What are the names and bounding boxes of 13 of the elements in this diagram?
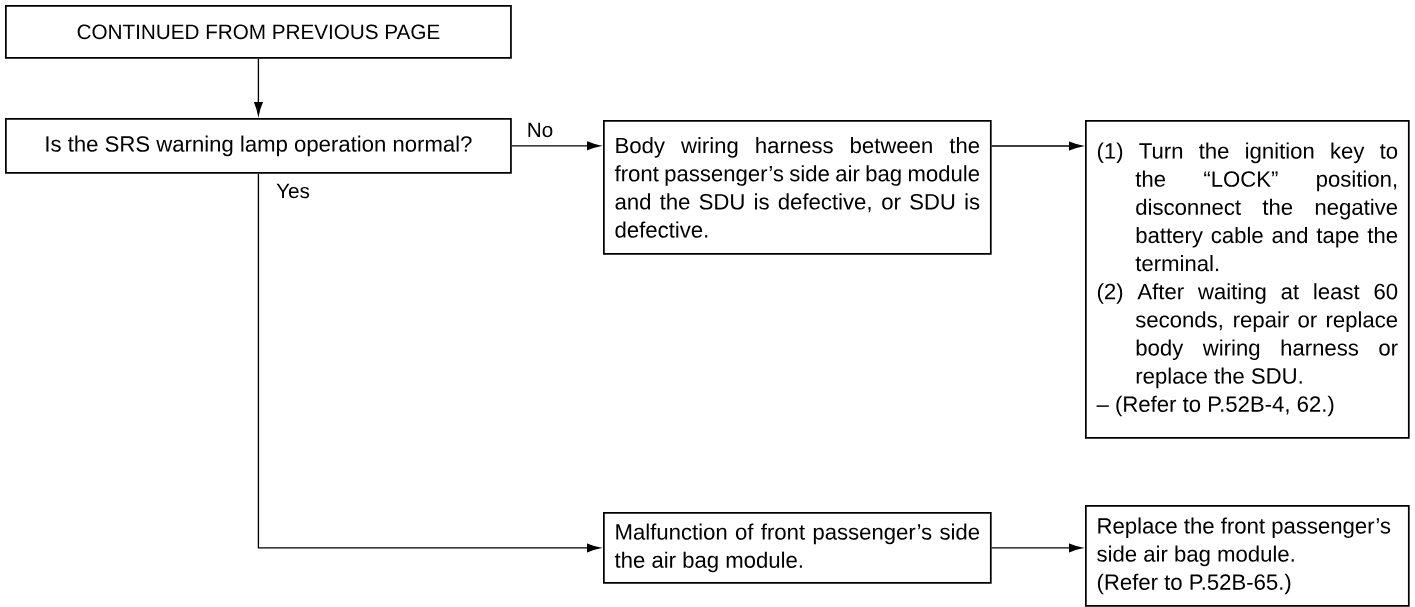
process-box: Is the SRS warning lamp operation normal? — [5, 118, 512, 174]
arrow — [991, 543, 1083, 553]
process-box: (1) Turn the ignition key to the “LOCK” position, disconnect the negative battery cable and tape the terminal. (2) After waiting at least 60 seconds, repair or replace body wiring harness or replace the SDU. – (Refer to P.52B-4, 62.) — [1085, 120, 1410, 439]
process-box: Body wiring harness between the front passenger’s side air bag module and the SDU is defective, or SDU is defective. — [603, 120, 992, 255]
arrow — [257, 173, 601, 553]
process-box: CONTINUED FROM PREVIOUS PAGE — [5, 5, 512, 59]
arrow — [254, 58, 263, 116]
process-box: Malfunction of front passenger’s side the air bag module. — [603, 512, 992, 584]
edge-label: Yes — [274, 182, 312, 200]
process-box: Replace the front passenger’s side air bag module. (Refer to P.52B-65.) — [1085, 505, 1410, 607]
arrow — [511, 141, 601, 151]
arrow — [991, 141, 1083, 151]
edge-label: No — [525, 121, 555, 139]
